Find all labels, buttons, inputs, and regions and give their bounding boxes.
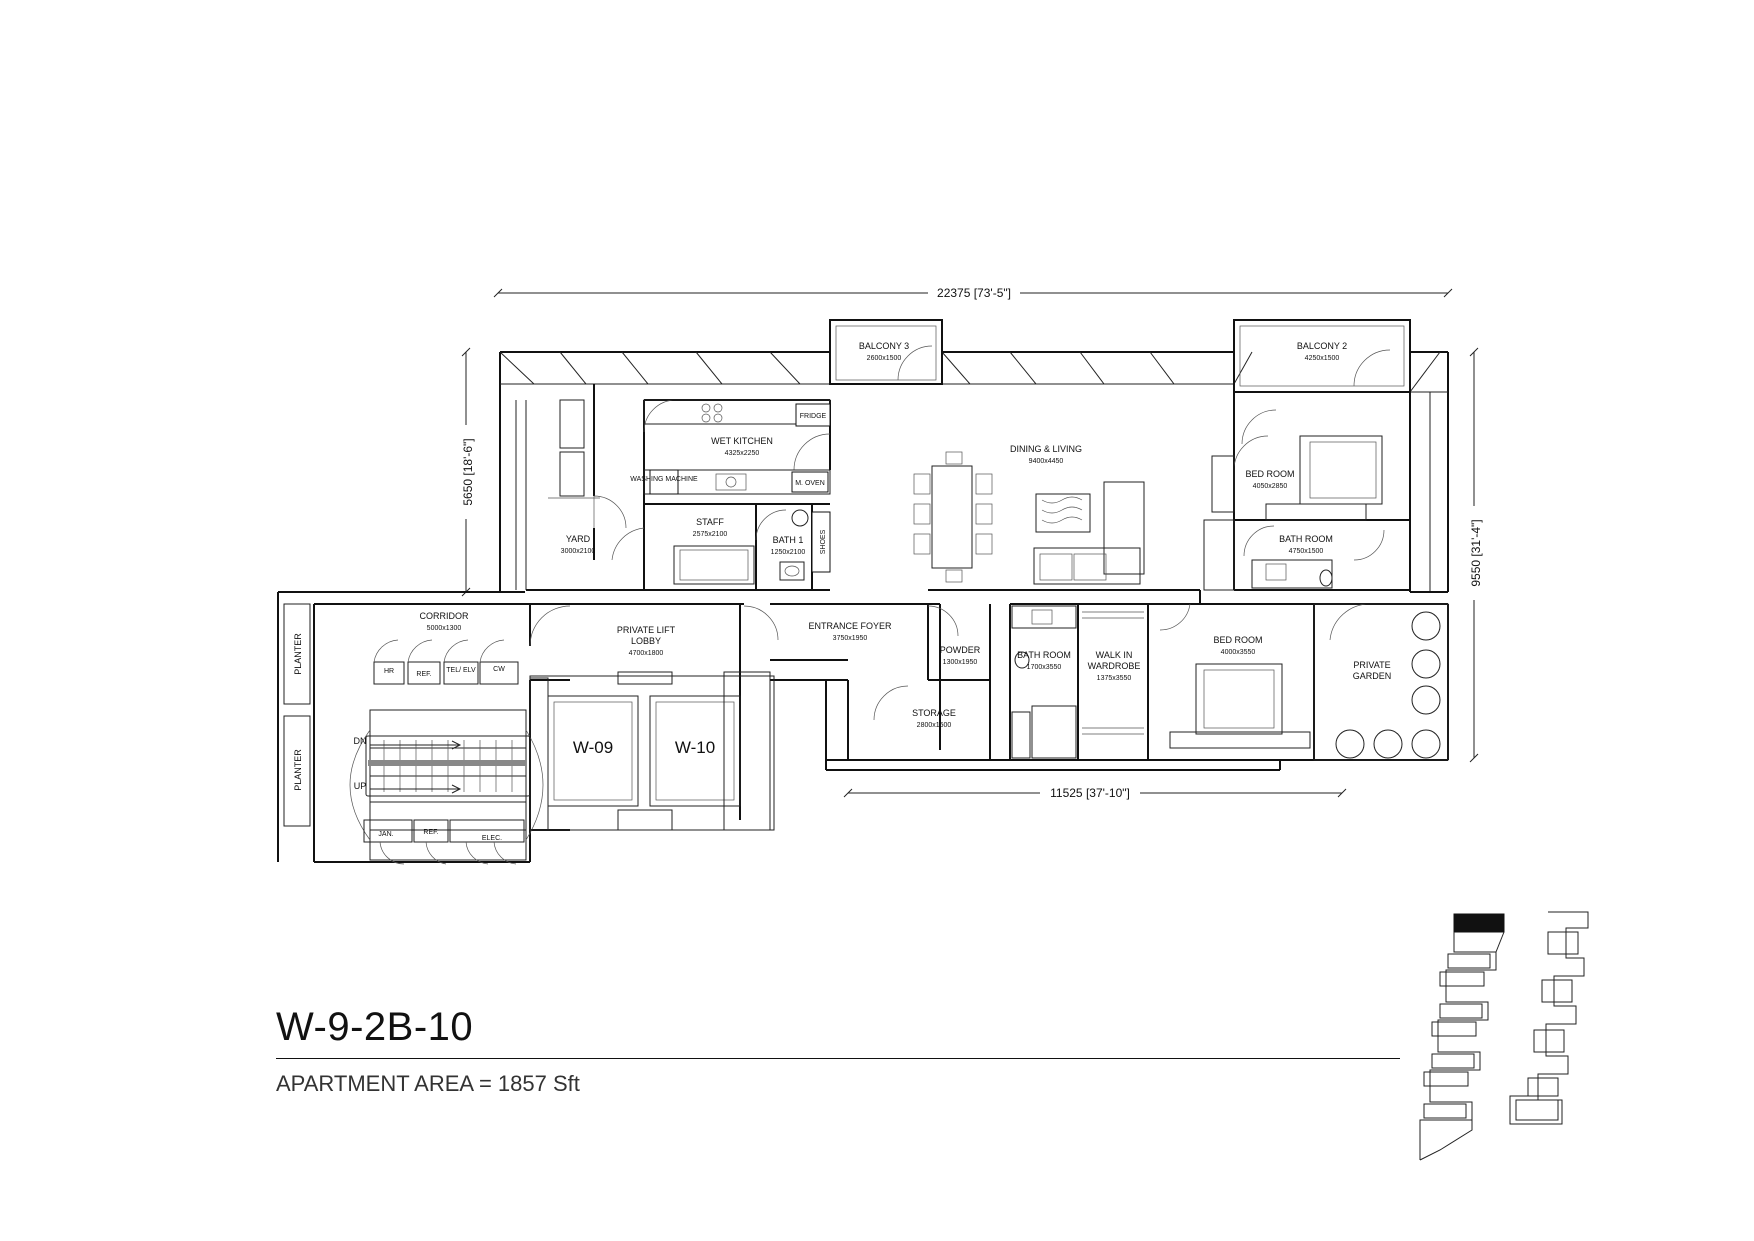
bedroom1-size: 4050x2850 bbox=[1253, 483, 1288, 490]
jan-label: JAN. bbox=[378, 831, 393, 838]
bedroom2-name: BED ROOM bbox=[1213, 635, 1262, 645]
lift-lobby-size: 4700x1800 bbox=[629, 650, 664, 657]
bathroom1-name: BATH ROOM bbox=[1279, 534, 1333, 544]
hr-label: HR bbox=[384, 668, 394, 675]
staff-name: STAFF bbox=[696, 517, 724, 527]
ref-bottom-label: REF. bbox=[423, 829, 438, 836]
furniture: FRIDGE WASHING MACHINE M. OVEN SHOES bbox=[548, 399, 1449, 761]
wet-kitchen-size: 4325x2250 bbox=[725, 450, 760, 457]
washing-machine bbox=[649, 469, 679, 495]
fridge bbox=[795, 403, 831, 427]
wet-kitchen-name: WET KITCHEN bbox=[711, 436, 773, 446]
bedroom1-name: BED ROOM bbox=[1245, 469, 1294, 479]
doors bbox=[529, 399, 1385, 721]
left-depth-label: 5650 [18'-6"] bbox=[461, 438, 475, 505]
dimension-right-depth: 9550 [31'-4"] bbox=[1464, 347, 1484, 763]
cw-label: CW bbox=[493, 666, 505, 673]
ref-top-label: REF. bbox=[416, 671, 431, 678]
balcony3-name: BALCONY 3 bbox=[859, 341, 909, 351]
powder-size: 1300x1950 bbox=[943, 659, 978, 666]
washing-label: WASHING MACHINE bbox=[630, 476, 698, 483]
tel-label: TEL/ ELV bbox=[446, 667, 476, 674]
lift-lobby-name-1: PRIVATE LIFT bbox=[617, 625, 676, 635]
outer-walls bbox=[499, 351, 1449, 593]
balcony3-size: 2600x1500 bbox=[867, 355, 902, 362]
bath1-size: 1250x2100 bbox=[771, 549, 806, 556]
key-plan bbox=[1419, 911, 1589, 1161]
staff-size: 2575x2100 bbox=[693, 531, 728, 538]
dimension-overall-width: 22375 [73'-5"] bbox=[493, 284, 1453, 300]
balcony2-size: 4250x1500 bbox=[1305, 355, 1340, 362]
dining-living-size: 9400x4450 bbox=[1029, 458, 1064, 465]
right-depth-label: 9550 [31'-4"] bbox=[1469, 519, 1483, 586]
wardrobe-size: 1375x3550 bbox=[1097, 675, 1132, 682]
balcony2-name: BALCONY 2 bbox=[1297, 341, 1347, 351]
planter-bottom-label: PLANTER bbox=[293, 749, 303, 791]
garden-name-2: GARDEN bbox=[1353, 671, 1392, 681]
title-divider bbox=[276, 1058, 1400, 1059]
foyer-name: ENTRANCE FOYER bbox=[808, 621, 892, 631]
dimension-lower-width: 11525 [37'-10"] bbox=[843, 785, 1347, 801]
corridor-size: 5000x1300 bbox=[427, 625, 462, 632]
corridor-name: CORRIDOR bbox=[420, 611, 469, 621]
yard-size: 3000x2100 bbox=[561, 548, 596, 555]
storage-name: STORAGE bbox=[912, 708, 956, 718]
dining-living-name: DINING & LIVING bbox=[1010, 444, 1082, 454]
planters: PLANTER PLANTER bbox=[283, 603, 311, 827]
apartment-area: APARTMENT AREA = 1857 Sft bbox=[276, 1071, 580, 1096]
shoes-label: SHOES bbox=[820, 529, 827, 554]
wardrobe-name-2: WARDROBE bbox=[1088, 661, 1141, 671]
service-closets: HR REF. TEL/ ELV CW JAN. REF. ELEC. bbox=[363, 639, 525, 865]
dimension-left-depth: 5650 [18'-6"] bbox=[456, 347, 476, 597]
fridge-label: FRIDGE bbox=[800, 413, 827, 420]
stair-core: DN UP bbox=[349, 709, 544, 861]
bedroom2-size: 4000x3550 bbox=[1221, 649, 1256, 656]
elec-label: ELEC. bbox=[482, 835, 502, 842]
garden-name-1: PRIVATE bbox=[1353, 660, 1390, 670]
wardrobe-name-1: WALK IN bbox=[1096, 650, 1133, 660]
oven-label: M. OVEN bbox=[795, 480, 825, 487]
lower-width-label: 11525 [37'-10"] bbox=[1050, 786, 1130, 800]
lift-w10-label: W-10 bbox=[675, 738, 715, 757]
bathroom2-name: BATH ROOM bbox=[1017, 650, 1071, 660]
key-plan-block-right bbox=[1509, 911, 1589, 1125]
bathroom2-size: 1700x3550 bbox=[1027, 664, 1062, 671]
overall-width-label: 22375 [73'-5"] bbox=[937, 286, 1011, 300]
shoes-cabinet bbox=[811, 511, 831, 573]
bathroom1-size: 4750x1500 bbox=[1289, 548, 1324, 555]
oven bbox=[791, 471, 829, 493]
unit-title: W-9-2B-10 bbox=[276, 1005, 474, 1049]
yard-name: YARD bbox=[566, 534, 591, 544]
lift-lobby-name-2: LOBBY bbox=[631, 636, 661, 646]
key-plan-block-left bbox=[1419, 913, 1505, 1161]
room-labels: WET KITCHEN 4325x2250 DINING & LIVING 94… bbox=[420, 436, 1392, 729]
key-plan-highlight bbox=[1453, 913, 1505, 933]
powder-name: POWDER bbox=[940, 645, 981, 655]
lift-w09-label: W-09 bbox=[573, 738, 613, 757]
storage-size: 2800x1500 bbox=[917, 722, 952, 729]
balcony-3: BALCONY 3 2600x1500 bbox=[829, 319, 943, 385]
garden-area bbox=[1313, 603, 1449, 761]
balcony-2: BALCONY 2 4250x1500 bbox=[1233, 319, 1411, 393]
lift-shafts: W-09 W-10 bbox=[529, 671, 775, 831]
planter-top-label: PLANTER bbox=[293, 633, 303, 675]
bath1-name: BATH 1 bbox=[773, 535, 804, 545]
stair-dn-label: DN bbox=[354, 736, 367, 746]
foyer-size: 3750x1950 bbox=[833, 635, 868, 642]
stair-up-label: UP bbox=[354, 781, 367, 791]
